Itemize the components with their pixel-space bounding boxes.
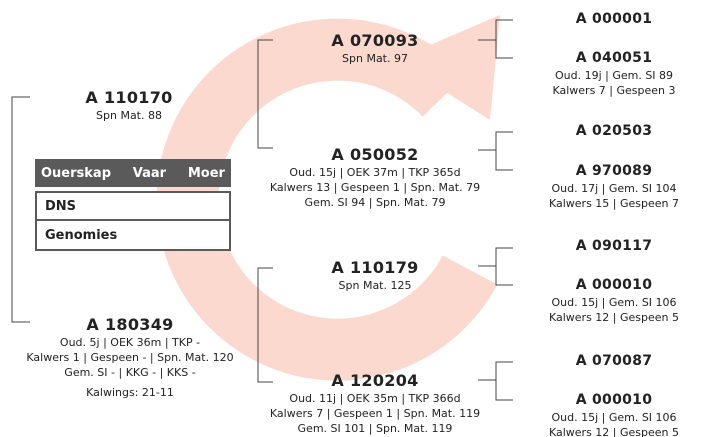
parentage-header: Ouerskap Vaar Moer xyxy=(35,159,231,187)
tab-vaar[interactable]: Vaar xyxy=(132,165,167,181)
tab-moer[interactable]: Moer xyxy=(187,165,225,181)
bracket-gen3-2 xyxy=(478,131,513,171)
gen3-line-8a: Oud. 15j | Gem. SI 106 xyxy=(551,411,677,424)
gen3-id-8: A 000010 xyxy=(575,392,653,408)
sire-node[interactable]: A 110170 Spn Mat. 88 xyxy=(85,88,172,123)
gen3-line-6a: Oud. 15j | Gem. SI 106 xyxy=(551,296,677,309)
dam-sire-id: A 110179 xyxy=(331,258,419,277)
gen3-node-4[interactable]: A 970089 Oud. 17j | Gem. SI 104 Kalwers … xyxy=(549,161,679,211)
sire-id: A 110170 xyxy=(85,88,173,107)
dam-node[interactable]: A 180349 Oud. 5j | OEK 36m | TKP - Kalwe… xyxy=(26,315,233,400)
gen3-line-4b: Kalwers 15 | Gespeen 7 xyxy=(548,197,680,210)
dam-dam-line-3: Gem. SI 101 | Spn. Mat. 119 xyxy=(297,422,453,435)
bracket-gen3-1 xyxy=(478,19,513,59)
gen3-line-2a: Oud. 19j | Gem. SI 89 xyxy=(554,69,674,82)
gen3-line-2b: Kalwers 7 | Gespeen 3 xyxy=(552,84,676,97)
sire-dam-id: A 050052 xyxy=(331,145,419,164)
dam-dam-line-2: Kalwers 7 | Gespeen 1 | Spn. Mat. 119 xyxy=(269,407,481,420)
gen3-node-8[interactable]: A 000010 Oud. 15j | Gem. SI 106 Kalwers … xyxy=(549,390,679,437)
bracket-gen1 xyxy=(11,96,30,323)
parentage-panel: Ouerskap Vaar Moer DNS Genomies xyxy=(35,159,231,255)
dam-line-1: Oud. 5j | OEK 36m | TKP - xyxy=(59,336,201,349)
gen3-id-1: A 000001 xyxy=(575,11,653,27)
dam-sire-line: Spn Mat. 125 xyxy=(338,279,412,292)
gen3-line-4a: Oud. 17j | Gem. SI 104 xyxy=(551,182,677,195)
gen3-node-3[interactable]: A 020503 xyxy=(576,121,653,141)
gen3-id-3: A 020503 xyxy=(575,123,653,139)
gen3-node-7[interactable]: A 070087 xyxy=(576,351,653,371)
tab-ouerskap[interactable]: Ouerskap xyxy=(41,165,111,181)
row-dns-label: DNS xyxy=(45,198,77,214)
gen3-id-7: A 070087 xyxy=(575,353,653,369)
gen3-id-2: A 040051 xyxy=(575,50,653,66)
bracket-gen2-sire xyxy=(257,39,273,149)
bracket-gen2-dam xyxy=(257,267,273,383)
row-genomies[interactable]: Genomies xyxy=(35,221,231,251)
circular-arrow-head xyxy=(395,15,500,120)
gen3-node-1[interactable]: A 000001 xyxy=(576,9,653,29)
gen3-node-2[interactable]: A 040051 Oud. 19j | Gem. SI 89 Kalwers 7… xyxy=(552,48,675,98)
dam-line-4: Kalwings: 21-11 xyxy=(86,386,174,399)
sire-dam-node[interactable]: A 050052 Oud. 15j | OEK 37m | TKP 365d K… xyxy=(270,145,480,210)
row-genomies-label: Genomies xyxy=(45,227,118,243)
sire-dam-line-2: Kalwers 13 | Gespeen 1 | Spn. Mat. 79 xyxy=(269,181,481,194)
dam-line-2: Kalwers 1 | Gespeen - | Spn. Mat. 120 xyxy=(26,351,234,364)
dam-line-3: Gem. SI - | KKG - | KKS - xyxy=(64,366,196,379)
dam-dam-id: A 120204 xyxy=(331,371,419,390)
dam-sire-node[interactable]: A 110179 Spn Mat. 125 xyxy=(331,258,418,293)
gen3-line-6b: Kalwers 12 | Gespeen 5 xyxy=(548,311,680,324)
gen3-id-4: A 970089 xyxy=(575,163,653,179)
bracket-gen3-4 xyxy=(478,361,513,401)
bracket-gen3-3 xyxy=(478,247,513,286)
gen3-id-6: A 000010 xyxy=(575,277,653,293)
gen3-line-8b: Kalwers 12 | Gespeen 5 xyxy=(548,426,680,437)
dam-dam-line-1: Oud. 11j | OEK 35m | TKP 366d xyxy=(289,392,461,405)
sire-sire-line: Spn Mat. 97 xyxy=(342,52,408,65)
sire-sire-node[interactable]: A 070093 Spn Mat. 97 xyxy=(331,31,418,66)
sire-line: Spn Mat. 88 xyxy=(96,109,162,122)
sire-dam-line-3: Gem. SI 94 | Spn. Mat. 79 xyxy=(304,196,446,209)
dam-dam-node[interactable]: A 120204 Oud. 11j | OEK 35m | TKP 366d K… xyxy=(270,371,480,436)
gen3-id-5: A 090117 xyxy=(575,238,653,254)
dam-id: A 180349 xyxy=(86,315,174,334)
gen3-node-5[interactable]: A 090117 xyxy=(576,236,653,256)
sire-sire-id: A 070093 xyxy=(331,31,419,50)
sire-dam-line-1: Oud. 15j | OEK 37m | TKP 365d xyxy=(289,166,461,179)
gen3-node-6[interactable]: A 000010 Oud. 15j | Gem. SI 106 Kalwers … xyxy=(549,275,679,325)
row-dns[interactable]: DNS xyxy=(35,191,231,221)
